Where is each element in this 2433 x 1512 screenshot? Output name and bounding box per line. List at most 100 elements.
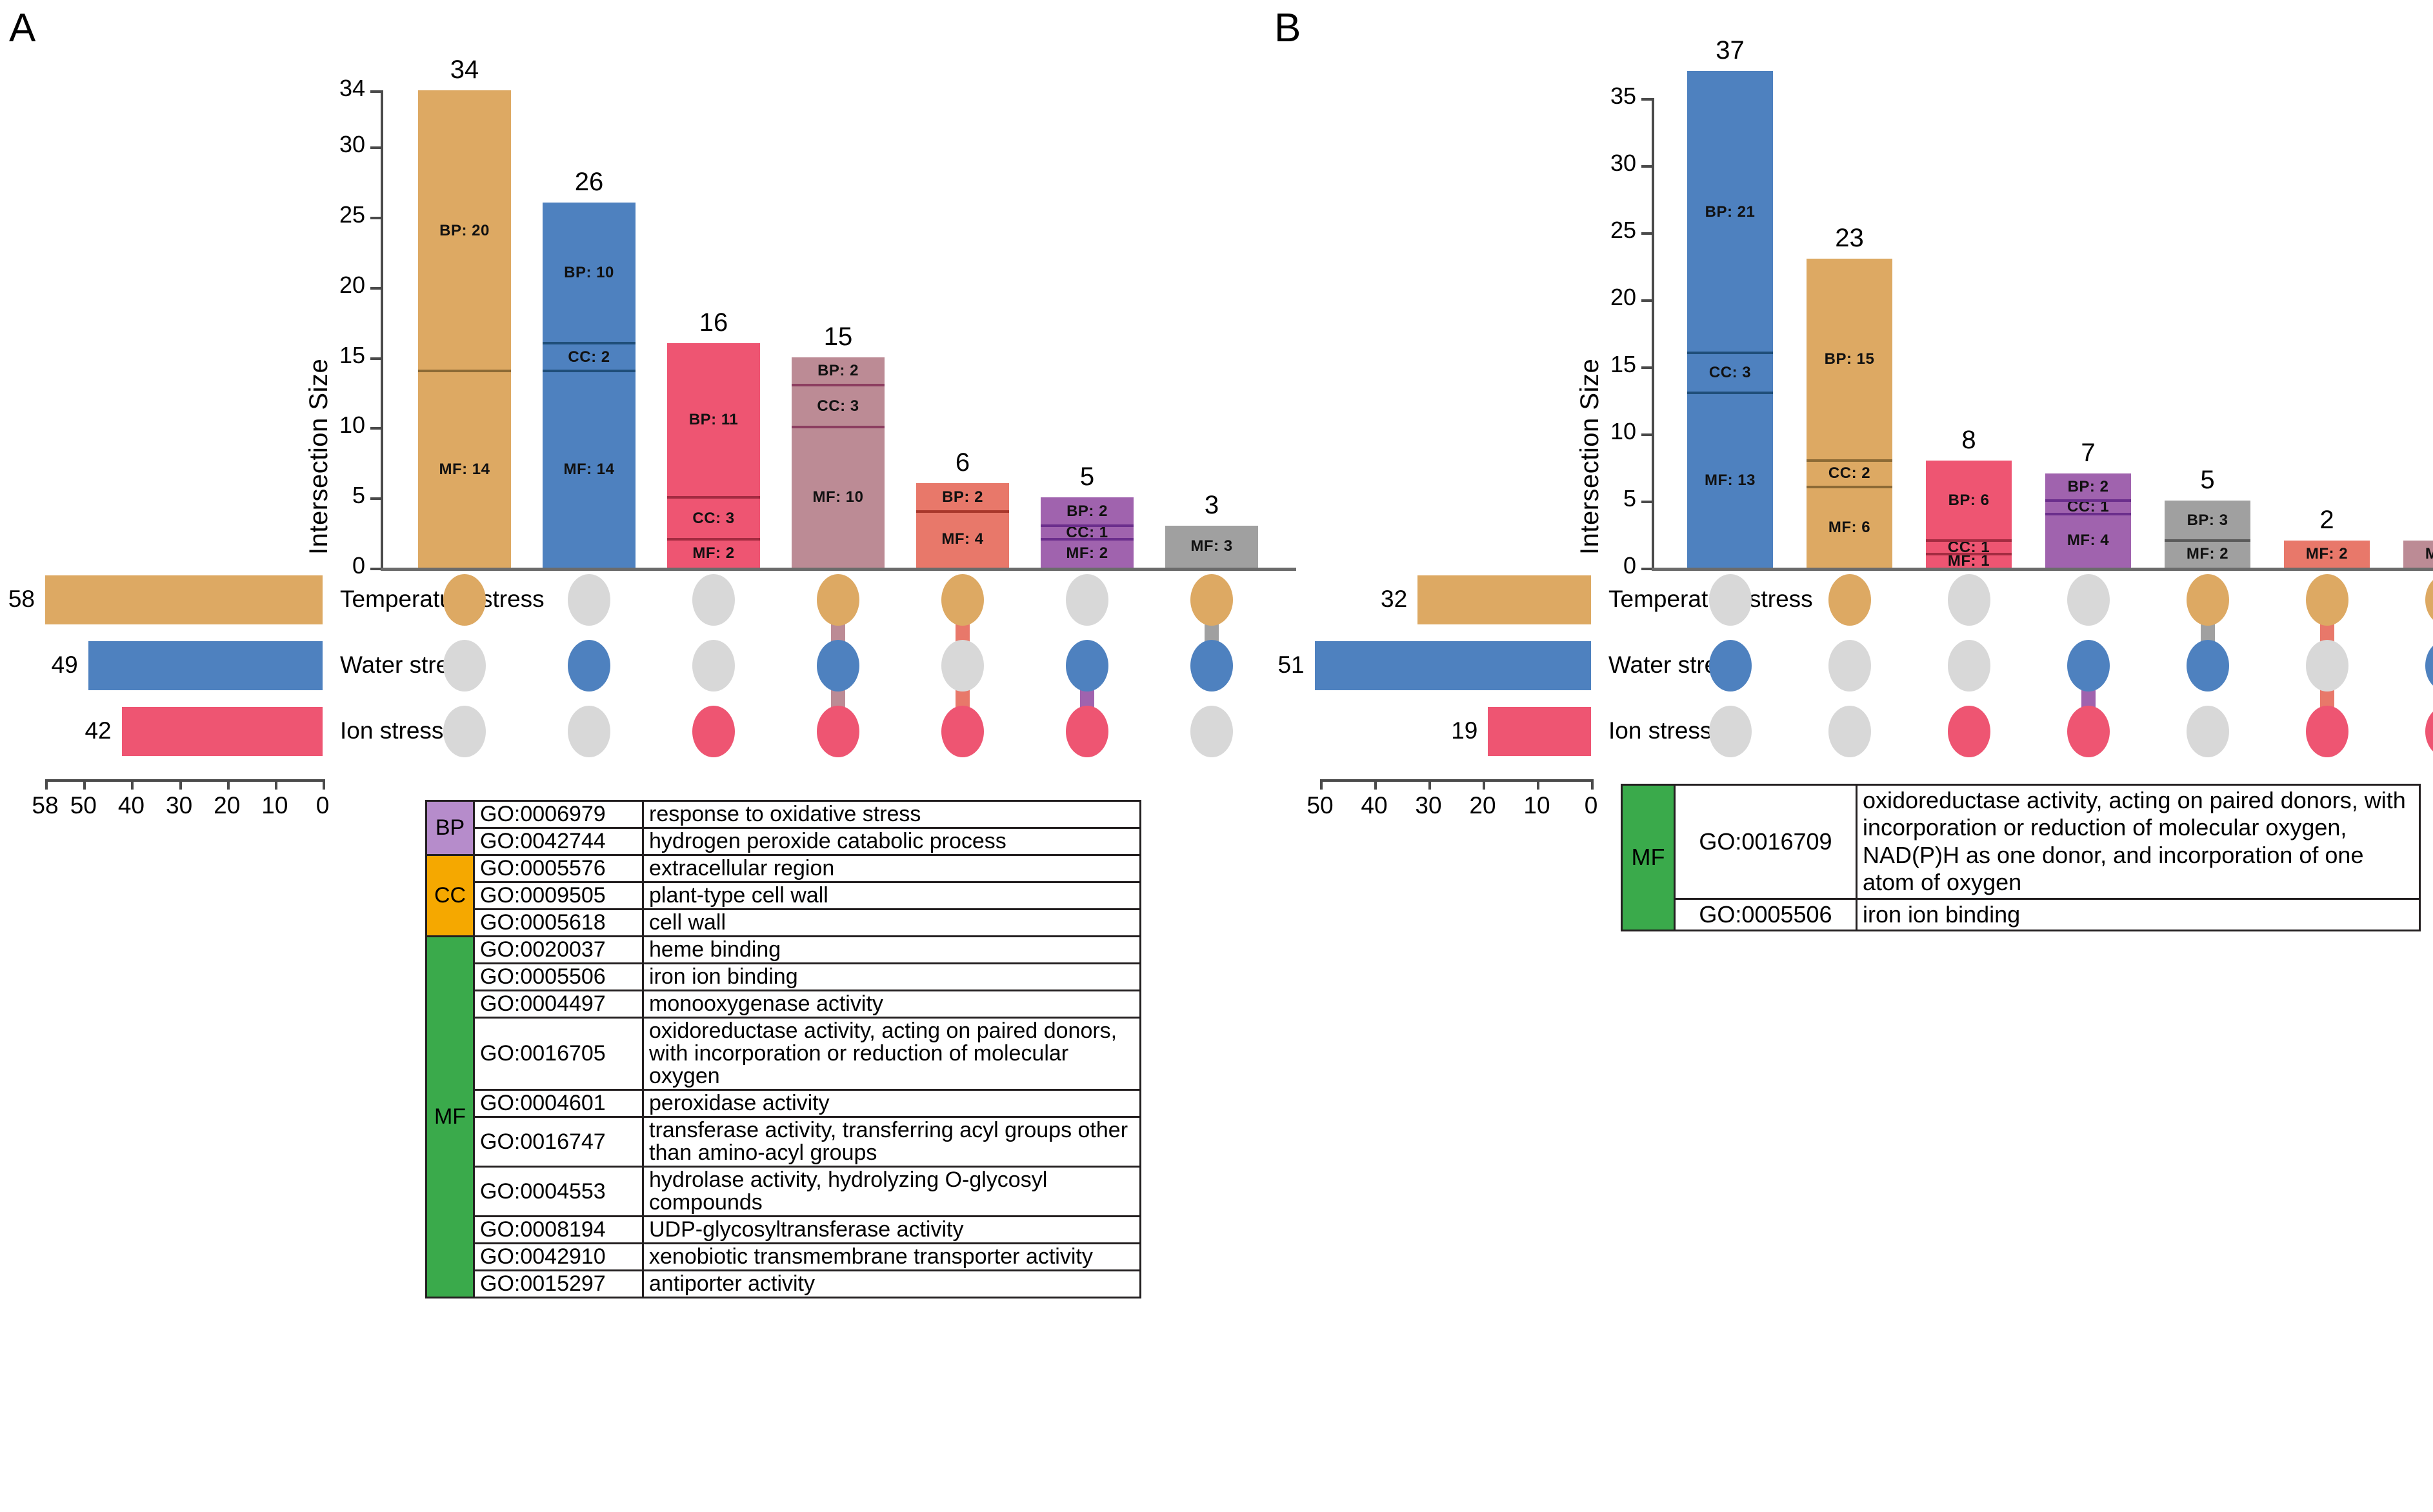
matrix-dot-active[interactable]: [817, 574, 859, 626]
y-axis-tick: [1641, 568, 1652, 570]
segment-divider: [418, 370, 511, 373]
intersection-segment: CC: 1: [2045, 498, 2131, 515]
segment-label: BP: 2: [1066, 502, 1108, 520]
y-axis-tick: [1641, 97, 1652, 101]
set-size-axis-tick: [83, 779, 86, 790]
set-size-axis-tick: [274, 779, 277, 790]
segment-label: CC: 2: [568, 348, 610, 366]
matrix-dot-active[interactable]: [1190, 574, 1233, 626]
segment-divider: [543, 341, 636, 344]
matrix-dot-inactive[interactable]: [1190, 706, 1233, 757]
matrix-dot-active[interactable]: [568, 640, 610, 691]
go-term-cell: response to oxidative stress: [642, 799, 1141, 830]
matrix-dot-inactive[interactable]: [568, 574, 610, 626]
intersection-segment: BP: 2: [1041, 497, 1134, 526]
matrix-dot-active[interactable]: [1947, 706, 1990, 757]
segment-divider: [667, 496, 760, 499]
intersection-segment: BP: 11: [667, 343, 760, 497]
matrix-dot-inactive[interactable]: [443, 640, 486, 691]
matrix-dot-active[interactable]: [941, 574, 984, 626]
matrix-dot-active[interactable]: [2305, 706, 2348, 757]
segment-divider: [1687, 352, 1773, 355]
matrix-dot-inactive[interactable]: [443, 706, 486, 757]
panel-b-letter: B: [1274, 6, 1301, 50]
matrix-dot-active[interactable]: [2186, 640, 2229, 691]
segment-label: MF: 14: [439, 460, 490, 478]
matrix-dot-active[interactable]: [2305, 574, 2348, 626]
matrix-dot-active[interactable]: [2425, 640, 2433, 691]
y-axis-tick: [1641, 164, 1652, 168]
matrix-dot-inactive[interactable]: [2067, 574, 2110, 626]
matrix-dot-active[interactable]: [2425, 706, 2433, 757]
matrix-dot-active[interactable]: [2425, 574, 2433, 626]
matrix-dot-active[interactable]: [2067, 640, 2110, 691]
set-size-axis-tick-label: 50: [70, 792, 97, 819]
go-id-cell: GO:0005576: [473, 854, 644, 884]
matrix-dot-inactive[interactable]: [1947, 640, 1990, 691]
panel-a-letter: A: [9, 6, 36, 50]
intersection-segment: MF: 2: [2403, 541, 2433, 568]
segment-label: BP: 21: [1705, 203, 1756, 221]
intersection-total-label: 37: [1716, 36, 1745, 65]
set-size-value-2: 49: [51, 652, 78, 678]
y-axis-tick-label: 5: [1623, 484, 1636, 512]
intersection-segment: BP: 15: [1807, 259, 1892, 460]
matrix-dot-inactive[interactable]: [1066, 574, 1108, 626]
matrix-dot-active[interactable]: [1708, 640, 1752, 691]
matrix-dot-inactive[interactable]: [1828, 706, 1871, 757]
matrix-dot-inactive[interactable]: [1708, 706, 1752, 757]
y-axis-line: [381, 90, 383, 570]
matrix-dot-inactive[interactable]: [692, 640, 735, 691]
matrix-dot-inactive[interactable]: [2305, 640, 2348, 691]
matrix-dot-inactive[interactable]: [692, 574, 735, 626]
matrix-dot-inactive[interactable]: [1708, 574, 1752, 626]
go-id-cell: GO:0005506: [473, 962, 644, 992]
matrix-dot-active[interactable]: [817, 640, 859, 691]
matrix-dot-active[interactable]: [2186, 574, 2229, 626]
matrix-dot-active[interactable]: [1190, 640, 1233, 691]
matrix-dot-active[interactable]: [443, 574, 486, 626]
go-term-cell: oxidoreductase activity, acting on paire…: [642, 1017, 1141, 1091]
intersection-segment: CC: 3: [667, 497, 760, 539]
matrix-dot-active[interactable]: [2067, 706, 2110, 757]
y-axis-tick: [370, 357, 381, 360]
matrix-dot-inactive[interactable]: [1947, 574, 1990, 626]
y-axis-tick: [370, 568, 381, 570]
set-size-axis-tick-label: 30: [1415, 792, 1442, 819]
set-size-axis-line: [1320, 779, 1591, 782]
matrix-dot-active[interactable]: [1066, 640, 1108, 691]
segment-label: MF: 4: [941, 530, 984, 548]
set-size-value-2: 51: [1277, 652, 1305, 678]
matrix-dot-active[interactable]: [692, 706, 735, 757]
intersection-total-label: 34: [450, 55, 479, 84]
y-axis-tick-label: 30: [339, 131, 365, 158]
matrix-dot-inactive[interactable]: [1828, 640, 1871, 691]
segment-label: CC: 2: [1828, 464, 1871, 482]
matrix-dot-active[interactable]: [941, 706, 984, 757]
y-axis-line: [1652, 97, 1654, 570]
matrix-dot-active[interactable]: [817, 706, 859, 757]
set-size-axis-tick-label: 30: [166, 792, 193, 819]
intersection-segment: BP: 21: [1687, 71, 1773, 353]
go-term-cell: iron ion binding: [642, 962, 1141, 992]
matrix-dot-inactive[interactable]: [568, 706, 610, 757]
y-axis-tick: [1641, 232, 1652, 235]
segment-label: MF: 2: [2186, 545, 2229, 563]
matrix-dot-active[interactable]: [1066, 706, 1108, 757]
segment-divider: [2045, 499, 2131, 502]
matrix-dot-inactive[interactable]: [941, 640, 984, 691]
intersection-baseline: [381, 568, 1296, 571]
set-size-axis-tick-label: 50: [1307, 792, 1334, 819]
intersection-segment: BP: 20: [418, 90, 511, 371]
matrix-dot-active[interactable]: [1828, 574, 1871, 626]
y-axis-tick-label: 0: [352, 552, 365, 579]
matrix-dot-inactive[interactable]: [2186, 706, 2229, 757]
